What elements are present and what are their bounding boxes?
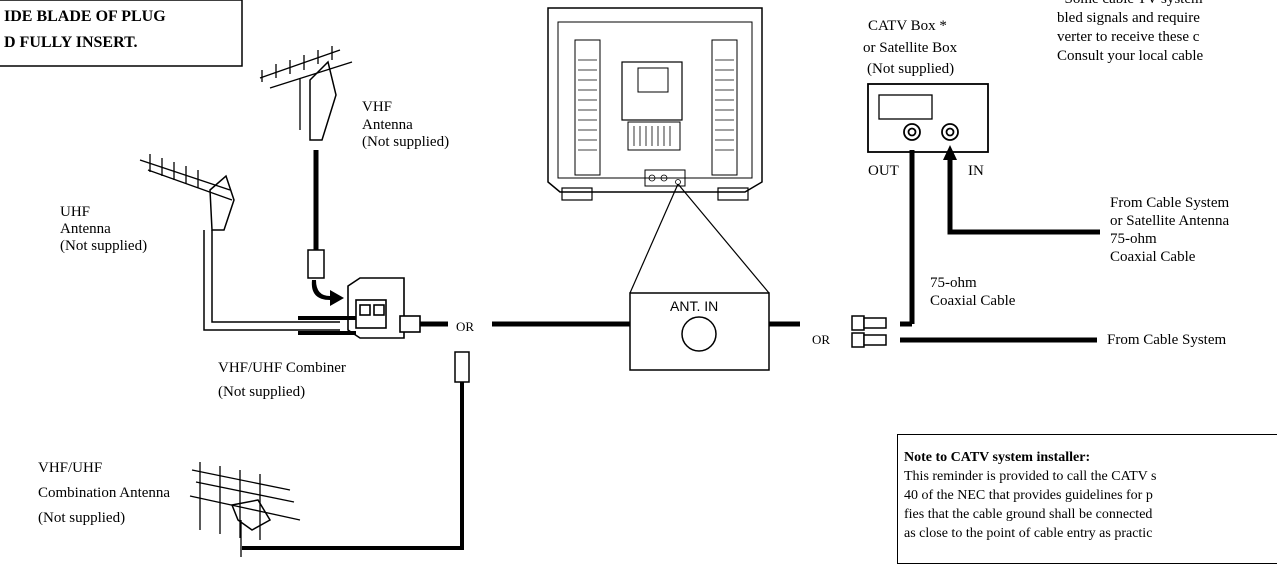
or-label-right: OR <box>812 332 831 347</box>
from-cable-label: From Cable System <box>1107 332 1227 348</box>
installer-note-line-4: as close to the point of cable entry as … <box>904 526 1153 541</box>
in-label: IN <box>968 163 984 179</box>
uhf-antenna-label-3: (Not supplied) <box>60 238 148 254</box>
coax-lines <box>242 150 1100 550</box>
combo-antenna-label-2: Combination Antenna <box>38 485 171 501</box>
warning-line-1: IDE BLADE OF PLUG <box>4 8 166 25</box>
combiner-label-2: (Not supplied) <box>218 384 306 400</box>
combination-antenna <box>189 462 301 557</box>
vhf-antenna-label-1: VHF <box>362 99 393 115</box>
uhf-antenna <box>139 154 340 331</box>
installer-note-title: Note to CATV system installer: <box>904 450 1091 465</box>
from-cable-sat-label-4: Coaxial Cable <box>1110 249 1196 265</box>
from-cable-sat-label-1: From Cable System <box>1110 195 1230 211</box>
f-connectors-right <box>851 315 887 348</box>
catv-box-label-1: CATV Box * <box>868 18 947 34</box>
combiner-label-1: VHF/UHF Combiner <box>218 360 346 376</box>
from-cable-sat-label-3: 75-ohm <box>1110 231 1157 247</box>
uhf-antenna-label-2: Antenna <box>60 221 111 237</box>
catv-box-label-2: or Satellite Box <box>863 40 958 56</box>
warning-line-2: D FULLY INSERT. <box>4 34 138 51</box>
scrambled-note-3: verter to receive these c <box>1057 29 1200 45</box>
ant-in-jack <box>681 316 717 352</box>
coax-75-label-1: 75-ohm <box>930 275 977 291</box>
vhf-antenna-label-3: (Not supplied) <box>362 134 450 150</box>
installer-note-line-3: fies that the cable ground shall be conn… <box>904 507 1153 522</box>
out-label: OUT <box>868 163 899 179</box>
scrambled-note-4: Consult your local cable <box>1057 48 1204 64</box>
vhf-antenna-label-2: Antenna <box>362 117 413 133</box>
scrambled-note-1: *Some cable TV system <box>1057 0 1203 8</box>
combo-antenna-label-1: VHF/UHF <box>38 460 103 476</box>
uhf-antenna-label-1: UHF <box>60 204 91 220</box>
catv-box <box>867 83 989 153</box>
in-arrow <box>943 145 957 160</box>
installer-note-line-1: This reminder is provided to call the CA… <box>904 469 1157 484</box>
catv-box-label-3: (Not supplied) <box>867 61 955 77</box>
zoom-lines <box>629 183 770 294</box>
warning-box <box>0 0 243 67</box>
vhf-arrow <box>311 280 344 306</box>
ant-in-label: ANT. IN <box>670 298 719 314</box>
from-cable-sat-label-2: or Satellite Antenna <box>1110 213 1230 229</box>
combo-antenna-label-3: (Not supplied) <box>38 510 126 526</box>
coax-75-label-2: Coaxial Cable <box>930 293 1016 309</box>
installer-note-line-2: 40 of the NEC that provides guidelines f… <box>904 488 1153 503</box>
scrambled-note-2: bled signals and require <box>1057 10 1200 26</box>
tv-rear-view <box>547 7 763 201</box>
vhf-antenna <box>259 46 353 141</box>
or-label-left: OR <box>456 319 475 334</box>
vhf-uhf-combiner <box>347 277 421 339</box>
